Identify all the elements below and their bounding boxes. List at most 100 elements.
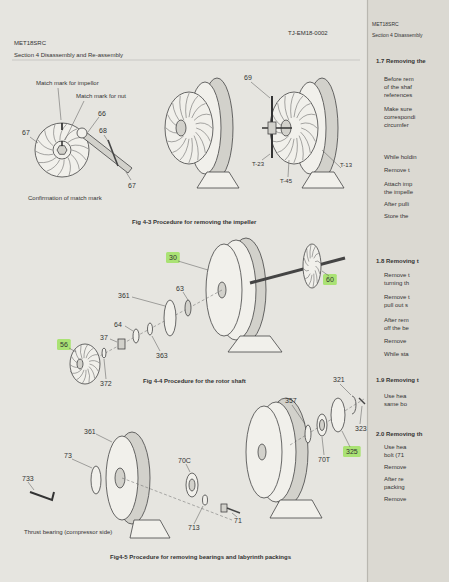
callout-number: 361 <box>84 428 96 435</box>
blade-stroke <box>76 370 84 380</box>
turbocharger-housing <box>228 336 282 352</box>
turbocharger-assembly <box>197 172 239 188</box>
body-text: While holdin <box>384 154 417 160</box>
callout-number: 68 <box>99 127 107 134</box>
leader-line <box>251 82 270 98</box>
blade-stroke <box>299 114 315 120</box>
body-text: circumfer <box>384 122 409 128</box>
spanner-tool <box>108 140 118 166</box>
blade-stroke <box>82 370 86 383</box>
body-text: of the shaf <box>384 84 412 90</box>
blade-stroke <box>314 253 319 258</box>
callout-number: T-23 <box>252 161 264 167</box>
impeller-front-view <box>35 123 89 177</box>
callout-number: 67 <box>22 129 30 136</box>
body-text: Remove t <box>384 272 410 278</box>
blade-stroke <box>72 369 82 374</box>
leader-line <box>262 154 270 160</box>
blade-stroke <box>291 93 295 118</box>
figure-caption: Fig 4-4 Procedure for the rotor shaft <box>143 378 246 384</box>
spanner-tool <box>82 132 132 173</box>
blade-stroke <box>38 140 52 150</box>
callout-number: 56 <box>60 341 68 348</box>
body-text: pull out s <box>384 302 408 308</box>
turbine-side-housing <box>246 398 322 518</box>
blade-stroke <box>309 245 311 259</box>
compressor-impeller <box>70 344 100 384</box>
leader-line <box>104 135 110 144</box>
page-ground <box>12 60 360 61</box>
bearing-parts <box>352 396 356 414</box>
leader-line <box>322 271 329 276</box>
compressor-side-housing <box>106 432 170 538</box>
body-text: Remove <box>384 338 406 344</box>
turbine-side-housing <box>270 500 322 518</box>
leader-line <box>30 137 38 143</box>
header-text: Section 4 Disassembly <box>372 33 423 38</box>
impeller-front-view <box>53 141 71 159</box>
blade-stroke <box>313 274 315 288</box>
compressor-side-housing <box>130 520 170 538</box>
blade-stroke <box>45 130 54 145</box>
centre-line <box>122 478 232 520</box>
centre-line <box>290 399 364 445</box>
body-text: After re <box>384 476 404 482</box>
figure-caption: Fig4-5 Procedure for removing bearings a… <box>110 554 291 560</box>
exploded-parts <box>133 329 139 343</box>
blade-stroke <box>68 158 70 176</box>
header-text: TJ-EM18-0002 <box>288 30 328 36</box>
rotor-shaft <box>303 245 320 287</box>
body-text: Make sure <box>384 106 412 112</box>
callout-number: 363 <box>156 352 168 359</box>
turbocharger-housing <box>206 238 282 352</box>
callout-number: 323 <box>355 425 367 432</box>
page-ground <box>368 0 449 582</box>
callout-number: 713 <box>188 524 200 531</box>
blade-stroke <box>71 154 80 169</box>
blade-stroke <box>301 123 318 128</box>
leader-line <box>342 431 350 447</box>
callout-number: 30 <box>169 254 177 261</box>
bearing-parts <box>359 398 365 404</box>
header-text: MET18SRC <box>14 40 46 46</box>
exploded-parts <box>102 300 191 358</box>
callout-number: 60 <box>326 276 334 283</box>
leader-line <box>360 406 362 424</box>
impeller-front-view <box>57 146 67 155</box>
thrust-bearing-parts <box>186 473 198 497</box>
leader-line <box>126 172 131 180</box>
callout-number: 70C <box>178 457 191 464</box>
leader-line <box>178 261 208 270</box>
blade-stroke <box>90 364 99 372</box>
body-text: Remove <box>384 464 406 470</box>
bearing-parts <box>305 425 311 443</box>
leader-line <box>288 160 289 177</box>
blade-stroke <box>84 345 88 358</box>
blade-stroke <box>315 261 321 263</box>
blade-stroke <box>186 93 190 118</box>
turbocharger-assembly <box>165 78 239 188</box>
thrust-bearing-parts <box>203 495 208 505</box>
turbine-side-housing <box>258 444 266 460</box>
header-text: Section 4 Disassembly and Re-assembly <box>14 52 123 58</box>
blade-stroke <box>86 348 94 358</box>
blade-stroke <box>309 275 312 286</box>
body-text: After rem <box>384 317 409 323</box>
bearing-parts <box>331 398 345 432</box>
leader-line <box>65 101 84 140</box>
compressor-side-housing <box>115 468 125 488</box>
note-text: Confirmation of match mark <box>28 195 102 201</box>
thrust-bearing-parts <box>30 492 54 500</box>
leader-line <box>69 261 329 379</box>
blade-stroke <box>312 246 315 257</box>
blade-stroke <box>39 158 56 163</box>
callout-number: 361 <box>118 292 130 299</box>
blade-stroke <box>285 96 289 121</box>
thrust-bearing-parts <box>91 466 101 494</box>
body-text: 1.9 Removing t <box>376 377 419 383</box>
exploded-parts <box>148 323 153 335</box>
leader-line <box>125 326 133 331</box>
impeller-front-view <box>36 124 88 176</box>
blade-stroke <box>89 367 95 379</box>
